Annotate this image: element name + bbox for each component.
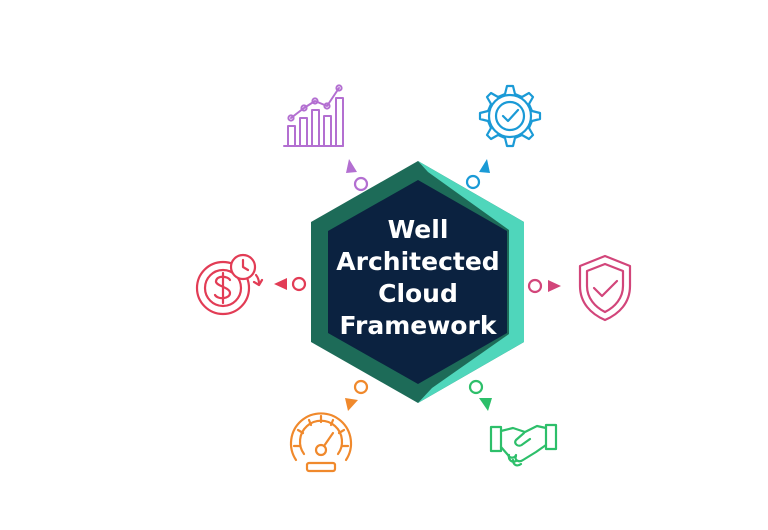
center-title-line-3: Cloud bbox=[378, 279, 458, 308]
hexagon-border-light bbox=[418, 161, 524, 403]
growth-chart-icon bbox=[283, 84, 344, 147]
speedometer-icon bbox=[289, 412, 353, 473]
center-hexagon: Well Architected Cloud Framework bbox=[311, 161, 524, 403]
connector-right bbox=[527, 278, 561, 294]
gear-check-icon bbox=[478, 84, 542, 148]
connector-left bbox=[274, 276, 307, 292]
shield-check-icon bbox=[578, 254, 632, 322]
connector-top-right bbox=[465, 159, 490, 190]
center-title-line-2: Architected bbox=[336, 247, 499, 276]
center-title-line-1: Well bbox=[388, 215, 449, 244]
handshake-icon bbox=[489, 423, 558, 467]
connector-bottom-left bbox=[345, 379, 369, 411]
connector-top-left bbox=[346, 159, 369, 192]
hexagon-core bbox=[328, 180, 507, 384]
center-title-line-4: Framework bbox=[340, 311, 498, 340]
connector-bottom-right bbox=[468, 379, 492, 411]
dollar-clock-icon bbox=[195, 253, 264, 316]
